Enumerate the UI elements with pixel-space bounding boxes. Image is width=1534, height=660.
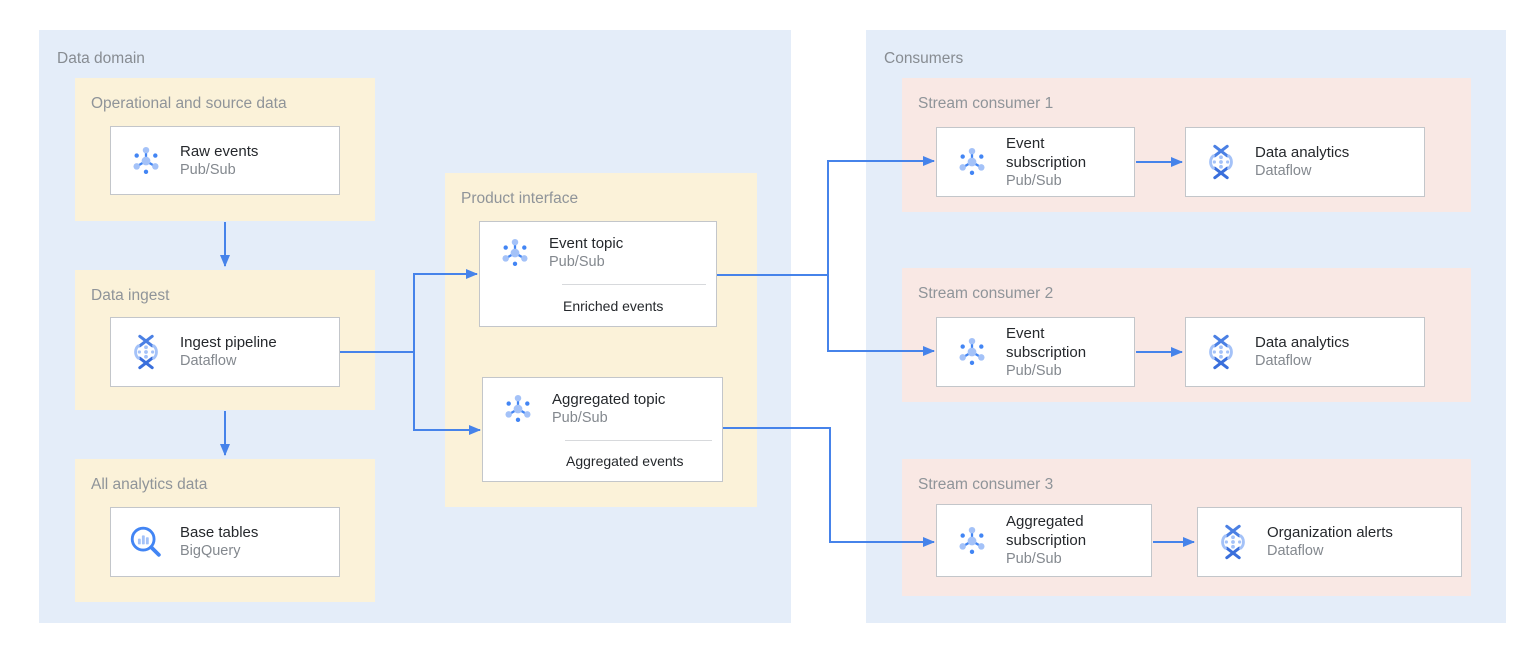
bigquery-icon: [127, 523, 165, 561]
card-text: Aggregated subscription Pub/Sub: [1006, 512, 1141, 569]
card-text: Ingest pipeline Dataflow: [180, 333, 277, 371]
aggregated-topic-card: Aggregated topic Pub/Sub Aggregated even…: [482, 377, 723, 482]
card-title: Data analytics: [1255, 144, 1350, 161]
data-ingest-group-title: Data ingest: [91, 287, 170, 304]
card-text: Event subscription Pub/Sub: [1006, 324, 1124, 381]
sc1-event-subscription-card: Event subscription Pub/Sub: [936, 127, 1135, 197]
card-top: Aggregated topic Pub/Sub: [483, 378, 722, 440]
card-title: Base tables: [180, 524, 259, 541]
card-subtitle: Pub/Sub: [1006, 362, 1062, 379]
card-title: Ingest pipeline: [180, 334, 277, 351]
dataflow-icon: [1202, 143, 1240, 181]
enriched-events-label: Enriched events: [563, 297, 664, 314]
stream-consumer-3-title: Stream consumer 3: [918, 476, 1054, 493]
card-title: Organization alerts: [1267, 524, 1393, 541]
card-text: Organization alerts Dataflow: [1267, 523, 1393, 561]
base-tables-card: Base tables BigQuery: [110, 507, 340, 577]
sc3-aggregated-subscription-card: Aggregated subscription Pub/Sub: [936, 504, 1152, 577]
card-text: Data analytics Dataflow: [1255, 143, 1349, 181]
dataflow-icon: [1202, 333, 1240, 371]
card-subtitle: Pub/Sub: [180, 161, 236, 178]
dataflow-icon: [1214, 523, 1252, 561]
sc2-data-analytics-card: Data analytics Dataflow: [1185, 317, 1425, 387]
card-footer: Aggregated events: [565, 440, 712, 481]
card-title: Raw events: [180, 142, 259, 160]
card-text: Raw events Pub/Sub: [180, 142, 258, 180]
card-top: Event topic Pub/Sub: [480, 222, 716, 284]
card-subtitle: Pub/Sub: [1006, 172, 1062, 189]
event-topic-card: Event topic Pub/Sub Enriched events: [479, 221, 717, 327]
card-title: Event topic: [549, 235, 624, 252]
card-title: Aggregated subscription: [1006, 513, 1087, 549]
aggregated-events-label: Aggregated events: [566, 453, 684, 469]
stream-consumer-1-title: Stream consumer 1: [918, 95, 1054, 112]
card-title: Event subscription: [1006, 324, 1087, 361]
pubsub-icon: [496, 234, 534, 272]
analytics-group-title: All analytics data: [91, 476, 208, 493]
pubsub-icon: [953, 333, 991, 371]
card-text: Base tables BigQuery: [180, 523, 258, 561]
card-subtitle: Dataflow: [1255, 163, 1312, 179]
ingest-pipeline-card: Ingest pipeline Dataflow: [110, 317, 340, 387]
card-title: Aggregated topic: [552, 391, 666, 408]
raw-events-card: Raw events Pub/Sub: [110, 126, 340, 195]
product-interface-group-title: Product interface: [461, 190, 579, 207]
pubsub-icon: [953, 522, 991, 560]
pubsub-icon: [499, 390, 537, 428]
card-title: Event subscription: [1006, 134, 1087, 171]
card-text: Aggregated topic Pub/Sub: [552, 390, 665, 428]
operational-group-title: Operational and source data: [91, 95, 287, 112]
card-subtitle: Pub/Sub: [549, 254, 605, 270]
card-subtitle: Dataflow: [1267, 543, 1324, 559]
card-subtitle: Dataflow: [1255, 353, 1312, 369]
pubsub-icon: [127, 142, 165, 180]
card-footer: Enriched events: [562, 284, 706, 326]
card-subtitle: Pub/Sub: [552, 410, 608, 426]
card-text: Event subscription Pub/Sub: [1006, 134, 1124, 191]
data-domain-title: Data domain: [57, 50, 145, 67]
sc1-data-analytics-card: Data analytics Dataflow: [1185, 127, 1425, 197]
card-subtitle: Dataflow: [180, 353, 237, 369]
pubsub-icon: [953, 143, 991, 181]
card-subtitle: BigQuery: [180, 543, 241, 559]
stream-consumer-2-title: Stream consumer 2: [918, 285, 1054, 302]
card-subtitle: Pub/Sub: [1006, 551, 1062, 567]
sc3-organization-alerts-card: Organization alerts Dataflow: [1197, 507, 1462, 577]
card-text: Data analytics Dataflow: [1255, 333, 1349, 371]
sc2-event-subscription-card: Event subscription Pub/Sub: [936, 317, 1135, 387]
card-title: Data analytics: [1255, 334, 1350, 351]
card-text: Event topic Pub/Sub: [549, 234, 623, 272]
consumers-title: Consumers: [884, 50, 964, 67]
dataflow-icon: [127, 333, 165, 371]
